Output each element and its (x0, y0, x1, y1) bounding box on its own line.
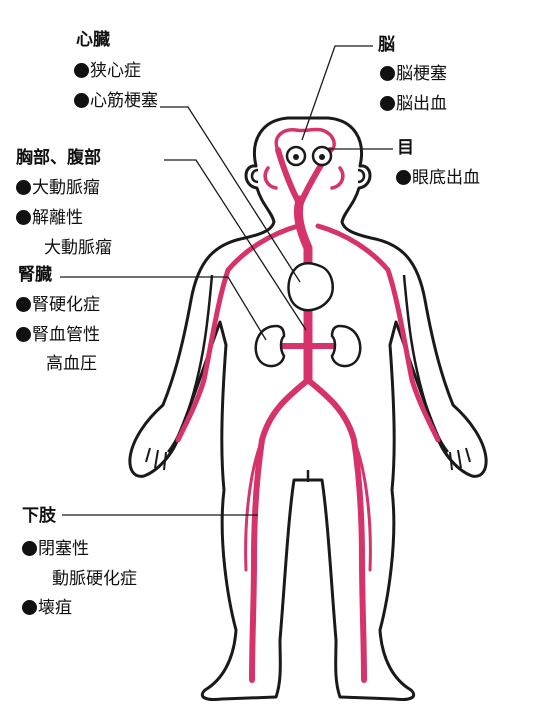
bullet-icon (74, 93, 89, 108)
kidney-item-renovascular-cont: 高血圧 (46, 356, 97, 373)
chest-item-dissecting-cont: 大動脈瘤 (44, 240, 112, 257)
bullet-icon (380, 96, 395, 111)
leg-item-occlusive: 閉塞性 (22, 541, 89, 558)
bullet-icon (16, 297, 31, 312)
chest-item-dissecting: 解離性 (16, 210, 83, 227)
left-ear (252, 170, 258, 182)
right-ear (358, 170, 364, 182)
bullet-icon (396, 170, 411, 185)
bullet-icon (16, 327, 31, 342)
heart-item-infarction: 心筋梗塞 (74, 93, 158, 110)
brain-item-hemorrhage: 脳出血 (380, 96, 447, 113)
bullet-icon (22, 541, 37, 556)
leader-chest (164, 160, 306, 330)
eye-heading: 目 (397, 140, 414, 157)
leg-branches (246, 440, 371, 570)
leg-heading: 下肢 (22, 508, 56, 525)
chest-heading: 胸部、腹部 (16, 150, 101, 167)
left-hand-fingers (146, 448, 166, 470)
eyes (287, 147, 331, 165)
leader-brain (302, 46, 373, 140)
kidney-heading: 腎臓 (18, 267, 52, 284)
left-kidney (256, 326, 284, 366)
leg-item-gangrene: 壊疽 (22, 600, 72, 617)
bullet-icon (22, 600, 37, 615)
eye-item-fundus: 眼底出血 (396, 170, 480, 187)
arteries (178, 129, 438, 680)
kidney-item-renovascular: 腎血管性 (16, 327, 100, 344)
heart-heading: 心臓 (76, 32, 110, 49)
heart (289, 263, 333, 310)
heart-item-angina: 狭心症 (74, 63, 141, 80)
brain-heading: 脳 (378, 37, 395, 54)
right-hand-fingers (450, 448, 470, 470)
body-outline (130, 118, 486, 700)
bullet-icon (16, 210, 31, 225)
bullet-icon (74, 63, 89, 78)
kidney-item-sclerosis: 腎硬化症 (16, 297, 100, 314)
bullet-icon (16, 180, 31, 195)
leg-item-occlusive-cont: 動脈硬化症 (52, 571, 137, 588)
brain-item-infarction: 脳梗塞 (380, 66, 447, 83)
chest-item-aneurysm: 大動脈瘤 (16, 180, 100, 197)
bullet-icon (380, 66, 395, 81)
right-kidney (332, 326, 360, 366)
